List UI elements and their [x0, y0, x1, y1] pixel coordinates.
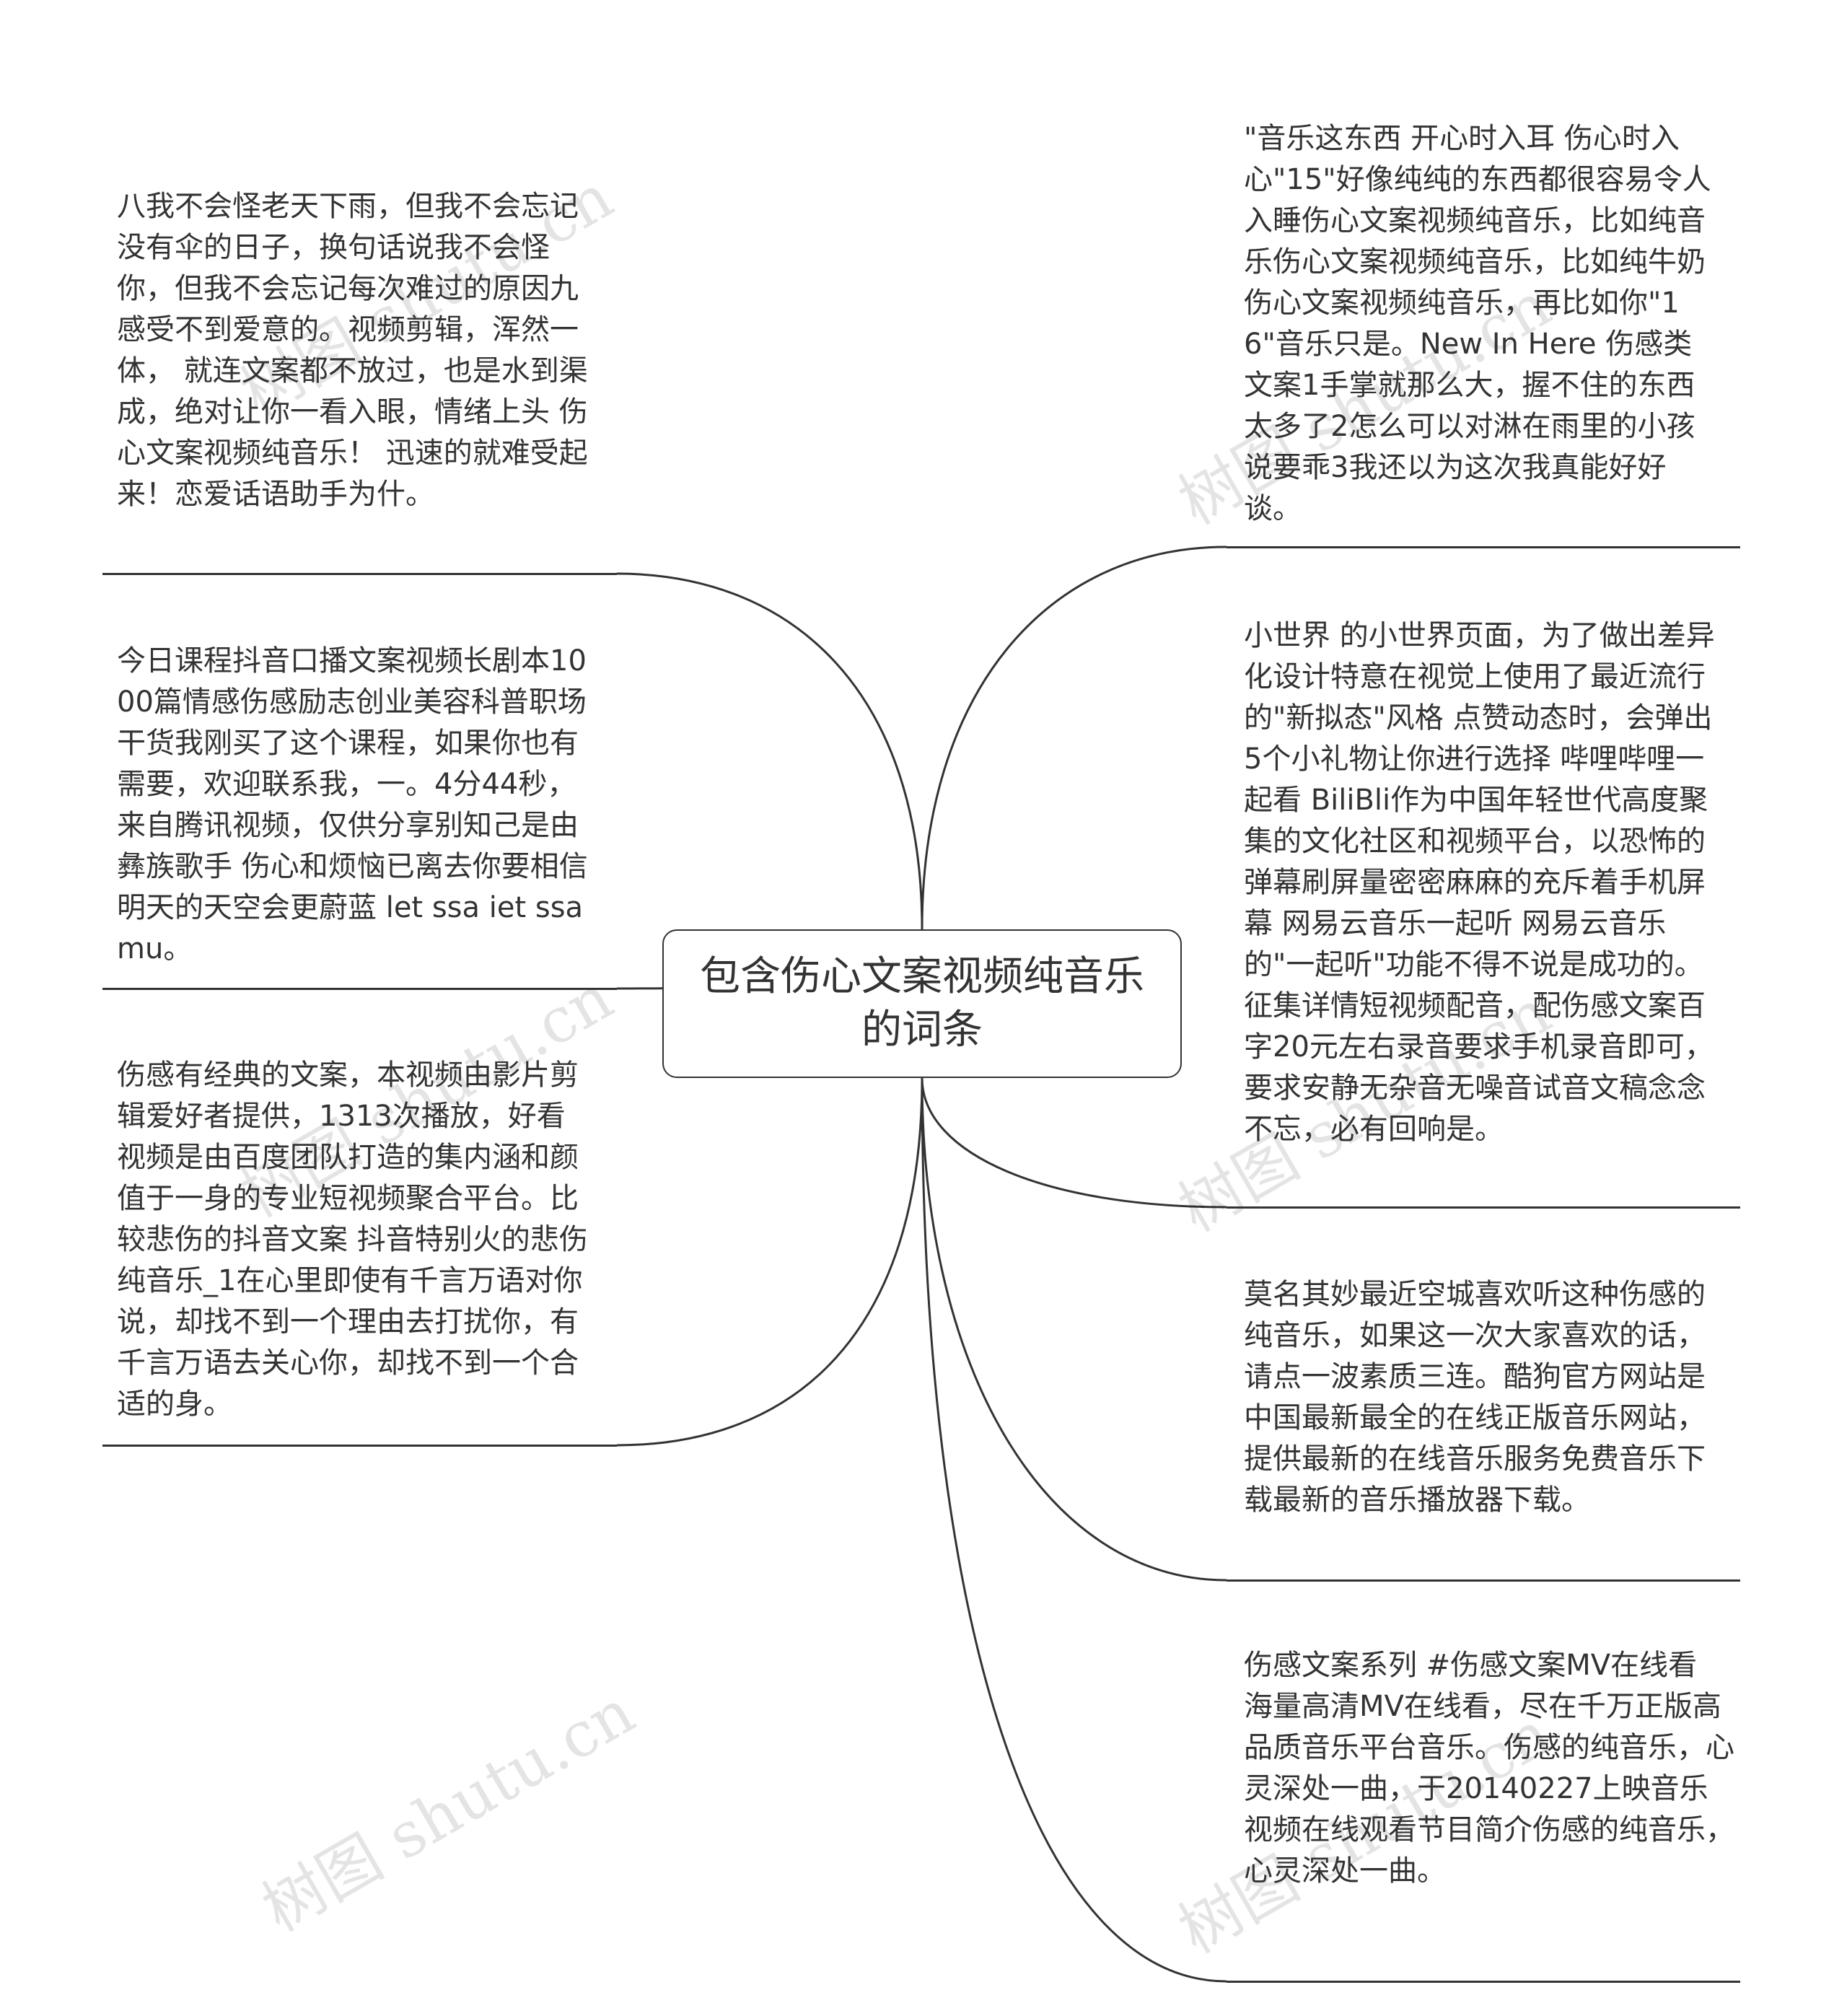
root-topic-label: 包含伤心文案视频纯音乐的词条	[700, 953, 1144, 1053]
connector-left-1	[616, 572, 924, 930]
right-branch-1-text: "音乐这东西 开心时入耳 伤心时入心"15"好像纯纯的东西都很容易令人入睡伤心文…	[1244, 122, 1711, 525]
connector-right-4	[921, 1077, 1227, 1983]
right-branch-1-underline	[1227, 546, 1740, 548]
root-topic[interactable]: 包含伤心文案视频纯音乐的词条	[662, 929, 1182, 1078]
right-branch-4-text: 伤感文案系列 #伤感文案MV在线看 海量高清MV在线看，尽在千万正版高品质音乐平…	[1244, 1649, 1734, 1888]
connector-right-3	[921, 1077, 1227, 1582]
left-branch-2-text: 今日课程抖音口播文案视频长剧本1000篇情感伤感励志创业美容科普职场干货我刚买了…	[117, 644, 588, 965]
right-branch-3-underline	[1227, 1579, 1740, 1582]
right-branch-2-underline	[1227, 1206, 1740, 1209]
right-branch-4-underline	[1227, 1981, 1740, 1983]
left-branch-3-underline	[102, 1445, 617, 1447]
left-branch-1-underline	[102, 573, 617, 575]
connector-right-2	[921, 1077, 1227, 1209]
right-branch-3-text: 莫名其妙最近空城喜欢听这种伤感的纯音乐，如果这一次大家喜欢的话，请点一波素质三连…	[1244, 1278, 1706, 1517]
right-branch-2-text: 小世界 的小世界页面，为了做出差异化设计特意在视觉上使用了最近流行的"新拟态"风…	[1244, 619, 1715, 1146]
left-branch-1-text: 八我不会怪老天下雨，但我不会忘记没有伞的日子，换句话说我不会怪你，但我不会忘记每…	[117, 190, 588, 511]
left-branch-2-underline	[102, 988, 617, 990]
connector-left-3	[616, 1077, 924, 1447]
connector-right-1	[921, 545, 1227, 930]
left-branch-3-text: 伤感有经典的文案，本视频由影片剪辑爱好者提供，1313次播放，好看视频是由百度团…	[117, 1059, 588, 1421]
